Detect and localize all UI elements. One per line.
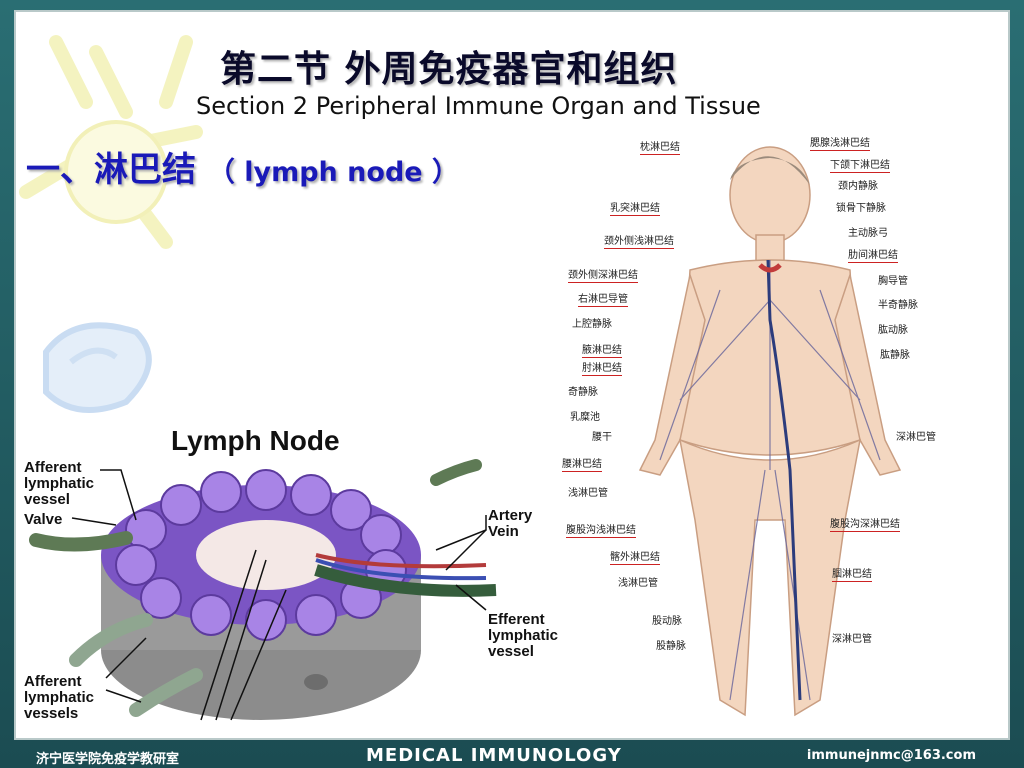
label-thoracic-duct: 胸导管: [878, 272, 908, 287]
label-superior-vena-cava: 上腔静脉: [572, 315, 612, 330]
label-azygos-vein: 奇静脉: [568, 383, 598, 398]
label-deep-lymph-vessel-arm: 深淋巴管: [896, 428, 936, 443]
label-cisterna-chyli: 乳糜池: [570, 408, 600, 423]
footer-institution: 济宁医学院免疫学教研室: [36, 748, 179, 767]
label-superficial-lymph-vessel-leg: 浅淋巴管: [618, 574, 658, 589]
label-deep-lymph-vessel-leg: 深淋巴管: [832, 630, 872, 645]
slide-title-en: Section 2 Peripheral Immune Organ and Ti…: [196, 92, 761, 120]
afferent-vessels-bottom-label: Afferent lymphatic vessels: [24, 674, 94, 722]
label-deep-inguinal: 腹股沟深淋巴结: [830, 515, 900, 532]
label-lumbar-trunk: 腰干: [592, 428, 612, 443]
lymph-node-heading: Lymph Node: [171, 425, 340, 456]
label-subclavian-vein: 锁骨下静脉: [836, 199, 886, 214]
slide-title-cn: 第二节 外周免疫器官和组织: [220, 40, 678, 92]
label-mastoid-nodes: 乳突淋巴结: [610, 199, 660, 216]
label-lumbar-nodes: 腰淋巴结: [562, 455, 602, 472]
label-superficial-inguinal: 腹股沟浅淋巴结: [566, 521, 636, 538]
label-internal-jugular: 颈内静脉: [838, 177, 878, 192]
slide-footer: 济宁医学院免疫学教研室 MEDICAL IMMUNOLOGY immunejnm…: [0, 744, 1024, 768]
section-heading-en: （ lymph node ）: [208, 157, 459, 188]
efferent-vessel-label: Efferent lymphatic vessel: [488, 612, 558, 660]
section-heading: 一、淋巴结 （ lymph node ）: [26, 142, 459, 191]
vein-label: Vein: [488, 524, 519, 540]
label-superficial-cervical: 颈外侧浅淋巴结: [604, 232, 674, 249]
afferent-vessel-top-label: Afferent lymphatic vessel: [24, 460, 94, 508]
footer-course-title: MEDICAL IMMUNOLOGY: [366, 745, 622, 766]
label-submandibular-nodes: 下颌下淋巴结: [830, 156, 890, 173]
label-deep-cervical: 颈外侧深淋巴结: [568, 266, 638, 283]
label-femoral-artery: 股动脉: [652, 612, 682, 627]
label-axillary-nodes: 腋淋巴结: [582, 341, 622, 358]
artery-label: Artery: [488, 508, 532, 524]
valve-label: Valve: [24, 512, 62, 528]
label-popliteal-nodes: 腘淋巴结: [832, 565, 872, 582]
section-heading-cn: 一、淋巴结: [26, 150, 196, 190]
footer-email: immunejnmc@163.com: [807, 748, 976, 763]
label-hemiazygos: 半奇静脉: [878, 296, 918, 311]
label-parotid-nodes: 腮腺浅淋巴结: [810, 134, 870, 151]
label-occipital-nodes: 枕淋巴结: [640, 138, 680, 155]
label-external-iliac: 髂外淋巴结: [610, 548, 660, 565]
label-superficial-lymph-vessel: 浅淋巴管: [568, 484, 608, 499]
label-cubital-nodes: 肘淋巴结: [582, 359, 622, 376]
lymph-node-illustration: Lymph Node: [16, 420, 576, 732]
label-femoral-vein: 股静脉: [656, 637, 686, 652]
label-brachial-vein: 肱静脉: [880, 346, 910, 361]
label-right-lymph-duct: 右淋巴导管: [578, 290, 628, 307]
label-aortic-arch: 主动脉弓: [848, 224, 888, 239]
label-brachial-artery: 肱动脉: [878, 321, 908, 336]
label-intercostal-nodes: 肋间淋巴结: [848, 246, 898, 263]
